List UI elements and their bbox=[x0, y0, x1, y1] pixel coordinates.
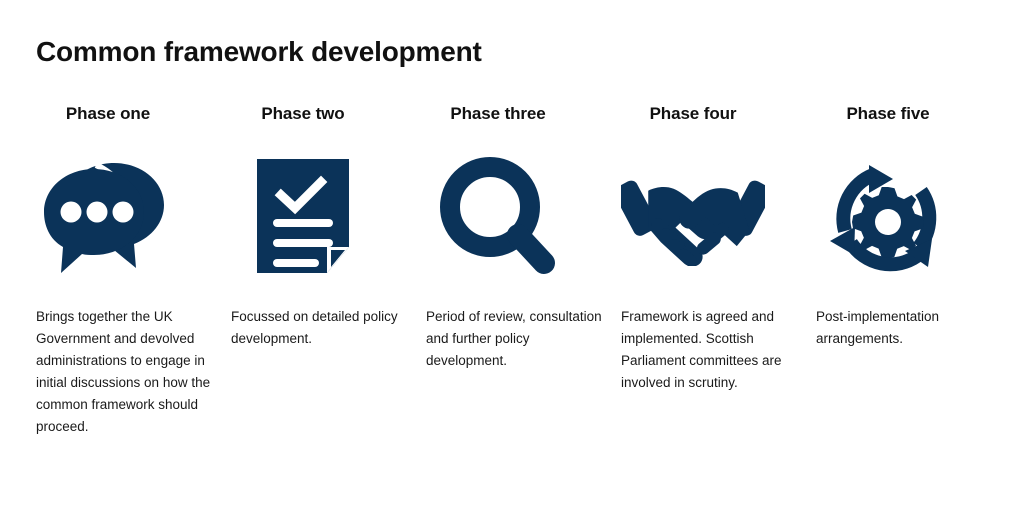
page-title: Common framework development bbox=[36, 36, 482, 67]
phase-description-one: Brings together the UK Government and de… bbox=[36, 309, 211, 434]
phase-description-four: Framework is agreed and implemented. Sco… bbox=[621, 309, 782, 390]
speech-bubbles-icon bbox=[36, 152, 180, 280]
phase-description-five: Post-implementation arrangements. bbox=[816, 309, 940, 347]
phase-list: Phase one Brings together the UK Governm… bbox=[36, 104, 1006, 438]
phase-description-two: Focussed on detailed policy development. bbox=[231, 309, 398, 347]
phase-heading-one: Phase one bbox=[65, 104, 151, 123]
cycle-gear-icon bbox=[816, 152, 960, 280]
phase-column-three: Phase three Period of review, consultati… bbox=[426, 104, 621, 372]
magnifying-glass-icon bbox=[426, 152, 570, 280]
phase-heading-three: Phase three bbox=[450, 104, 546, 123]
phase-heading-four: Phase four bbox=[649, 104, 737, 123]
phase-column-five: Phase five bbox=[816, 104, 1011, 350]
phase-heading-two: Phase two bbox=[261, 104, 345, 123]
checked-document-icon bbox=[231, 152, 375, 280]
phase-column-two: Phase two Focussed on detailed policy de… bbox=[231, 104, 426, 350]
phase-column-four: Phase four bbox=[621, 104, 816, 394]
phase-description-three: Period of review, consultation and furth… bbox=[426, 309, 602, 369]
phase-heading-five: Phase five bbox=[846, 104, 930, 123]
handshake-icon bbox=[621, 152, 765, 280]
phase-column-one: Phase one Brings together the UK Governm… bbox=[36, 104, 231, 438]
